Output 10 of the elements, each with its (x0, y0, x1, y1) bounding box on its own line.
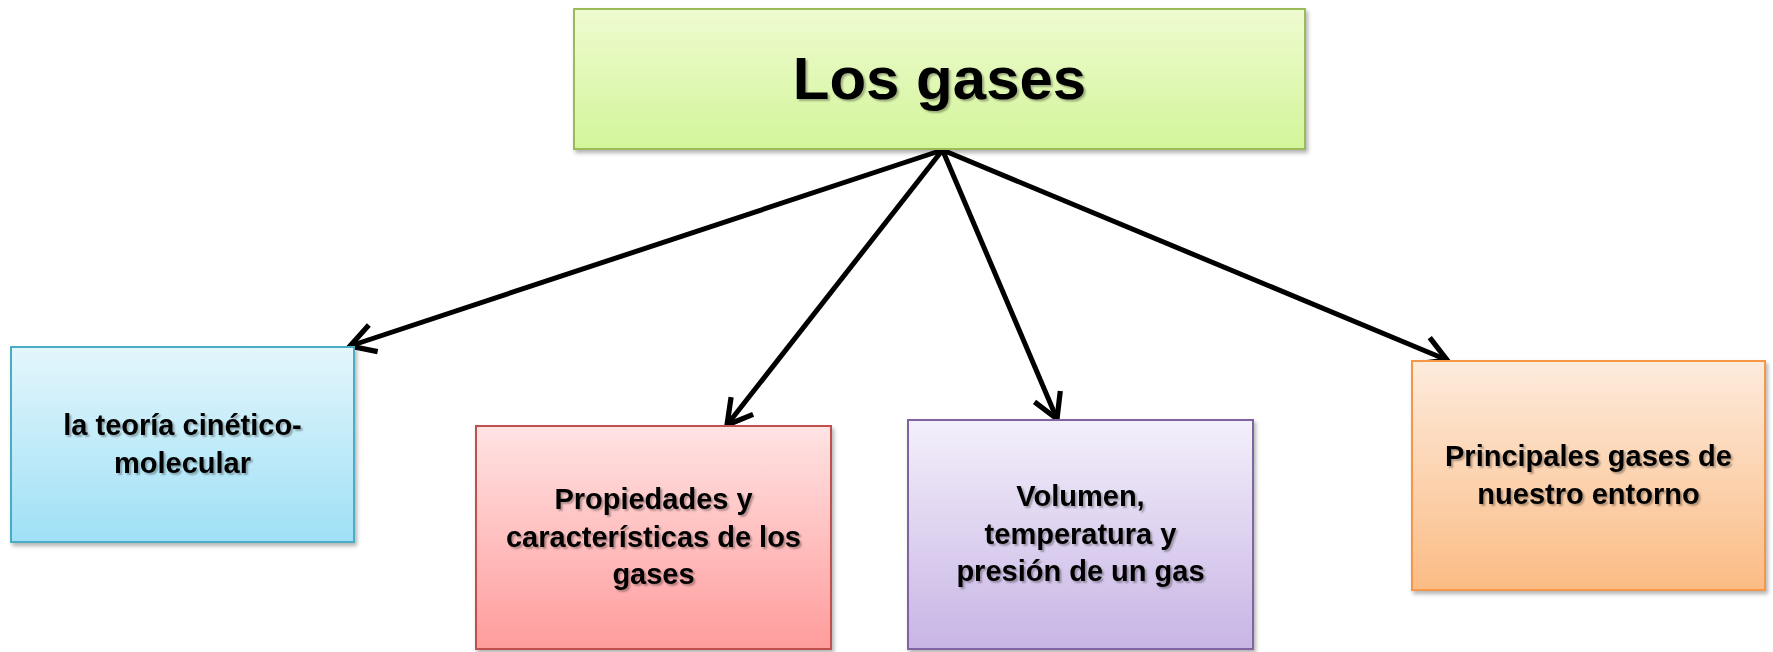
title-box (573, 8, 1306, 150)
topic-text: Propiedades y características de los gases (505, 481, 802, 593)
topic-box (1411, 360, 1766, 591)
topic-box (907, 419, 1254, 650)
topic-box (10, 346, 355, 543)
title-text: Los gases (792, 44, 1087, 114)
topic-box (475, 425, 832, 650)
topic-text: Volumen, temperatura y presión de un gas (955, 478, 1206, 590)
topic-text: Principales gases de nuestro entorno (1444, 438, 1733, 512)
topic-text: la teoría cinético-molecular (62, 407, 303, 481)
